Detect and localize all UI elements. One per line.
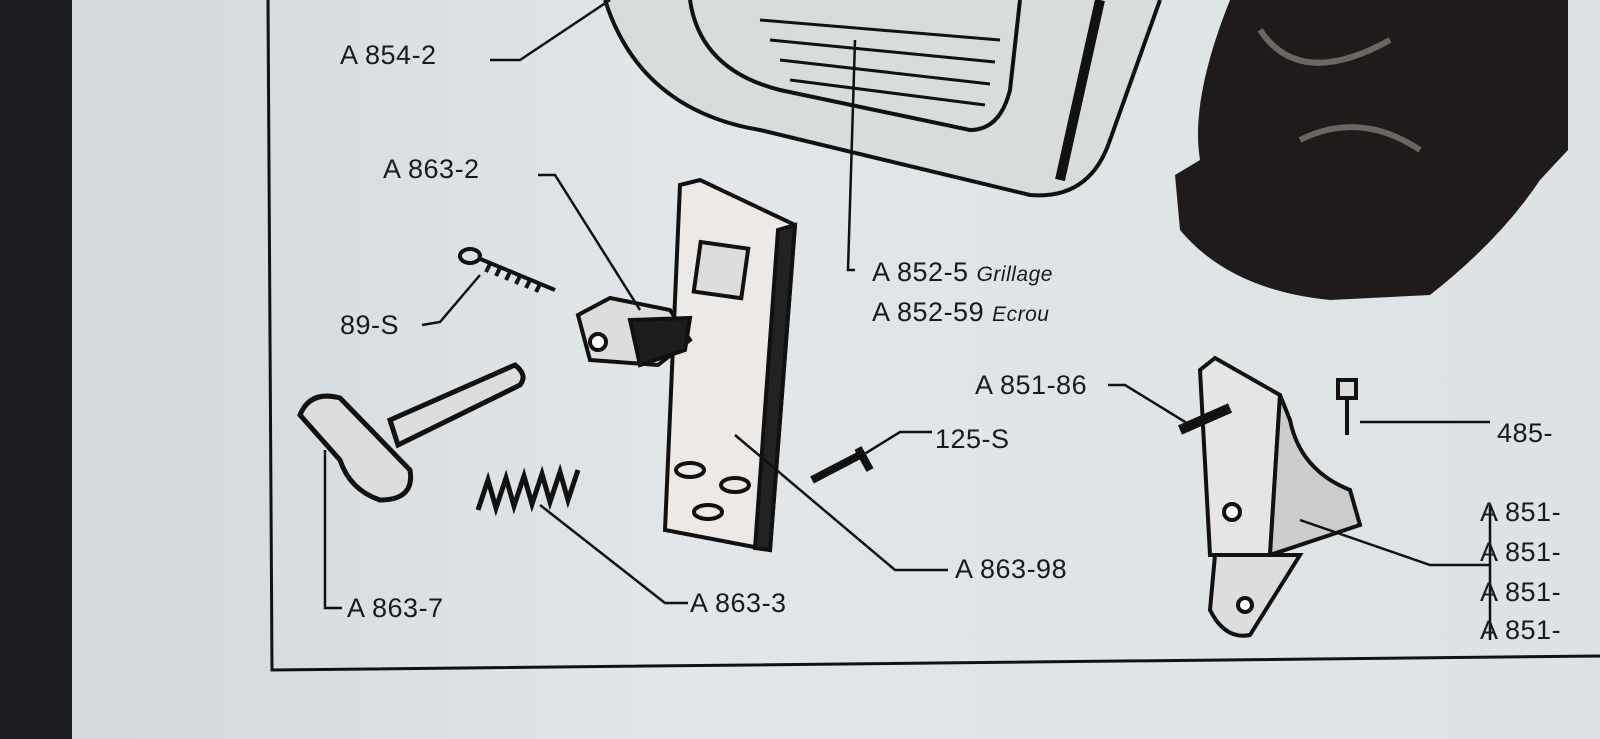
part-number: A 852-59: [872, 297, 985, 327]
label-a851-4: A 851-: [1480, 615, 1562, 645]
label-a851-86: A 851-86: [975, 370, 1088, 400]
diagram-frame: [266, 0, 1600, 672]
label-a852-5: A 852-5 Grillage: [872, 257, 1053, 288]
label-a863-3: A 863-3: [690, 588, 787, 618]
spring-part: [475, 463, 581, 517]
handle-part: [297, 362, 526, 503]
leader-lines: [323, 0, 1492, 640]
grille-part: [603, 0, 1162, 198]
monitor-bezel: [0, 0, 72, 739]
fender-part: [1175, 0, 1568, 300]
label-a852-59: A 852-59 Ecrou: [872, 297, 1049, 328]
part-name: Ecrou: [992, 303, 1050, 326]
bracket-a851-part: [1177, 355, 1363, 638]
part-name: Grillage: [976, 263, 1053, 286]
label-a863-98: A 863-98: [955, 554, 1068, 584]
bracket-plate-part: [662, 177, 798, 553]
label-89s: 89-S: [340, 310, 400, 340]
label-a854-2: A 854-2: [340, 40, 437, 70]
label-125s: 125-S: [935, 424, 1010, 454]
label-a863-2: A 863-2: [383, 154, 480, 184]
label-a863-7: A 863-7: [347, 593, 444, 623]
label-a851-2: A 851-: [1480, 537, 1562, 567]
screw-125s-part: [810, 446, 874, 484]
block-part: [575, 295, 693, 368]
label-485: 485-: [1497, 418, 1554, 448]
label-a851-1: A 851-: [1480, 497, 1562, 527]
screw-89s-part: [458, 247, 556, 293]
part-number: A 852-5: [872, 257, 969, 287]
label-a851-3: A 851-: [1480, 577, 1562, 607]
bolt-485-part: [1336, 378, 1358, 435]
